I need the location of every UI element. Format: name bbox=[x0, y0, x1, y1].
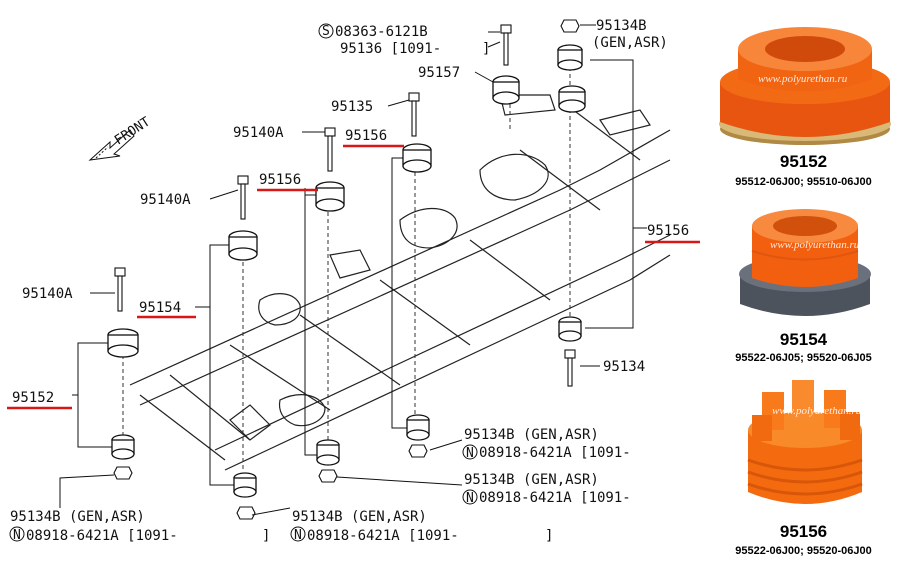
label-95134b-bl: 95134B (GEN,ASR) bbox=[10, 509, 145, 525]
label-08918-bl-end: ] bbox=[262, 528, 270, 544]
bolt-95140a-upper bbox=[324, 127, 336, 172]
bolts bbox=[113, 19, 580, 520]
label-95134b-top: 95134B bbox=[596, 18, 647, 34]
product-photos: www.polyurethan.ru 95152 95512-06J00; 95… bbox=[700, 0, 907, 571]
bushing-right-top bbox=[557, 44, 583, 71]
bushing-95156-left-bottom bbox=[316, 439, 340, 466]
label-95157: 95157 bbox=[418, 65, 460, 81]
watermark-2: www.polyurethan.ru bbox=[770, 239, 860, 251]
label-95156-b: 95156 bbox=[259, 172, 301, 188]
label-95152: 95152 bbox=[12, 390, 54, 406]
s-circle-mark bbox=[318, 23, 334, 39]
bolt-95140a-left bbox=[114, 267, 126, 312]
front-arrow: FRONT bbox=[88, 114, 153, 161]
label-95134-right: 95134 bbox=[603, 359, 645, 375]
leader-lines bbox=[59, 24, 647, 516]
watermark-1: www.polyurethan.ru bbox=[758, 73, 848, 85]
label-08363-6121b: 08363-6121B bbox=[335, 24, 428, 40]
watermark-3: www.polyurethan.ru bbox=[772, 405, 862, 417]
n-mark: N bbox=[466, 446, 474, 461]
bushing-95156-mid-bottom bbox=[406, 414, 430, 441]
highlight-underlines bbox=[7, 144, 700, 410]
label-08918-bm-end: ] bbox=[545, 528, 553, 544]
label-95136: 95136 [1091- bbox=[340, 41, 441, 57]
bolt-95134-right bbox=[564, 349, 576, 387]
photo-95156: www.polyurethan.ru bbox=[747, 380, 863, 504]
n-mark: N bbox=[466, 491, 474, 506]
bushing-right-bottom bbox=[558, 316, 582, 342]
nut-95154 bbox=[236, 506, 256, 520]
photo-95154: www.polyurethan.ru bbox=[739, 209, 871, 316]
label-95134b-mid2: 95134B (GEN,ASR) bbox=[464, 472, 599, 488]
nut-95156-mid bbox=[408, 444, 428, 458]
s-mark: S bbox=[322, 24, 330, 39]
nut-left bbox=[113, 466, 133, 480]
front-label: FRONT bbox=[112, 114, 153, 148]
label-gen-asr-top: (GEN,ASR) bbox=[592, 35, 668, 51]
photo-numbers-95152: 95512-06J00; 95510-06J00 bbox=[735, 176, 872, 188]
label-08918-bl: 08918-6421A [1091- bbox=[26, 528, 178, 544]
photo-numbers-95156: 95522-06J00; 95520-06J00 bbox=[735, 545, 872, 557]
bushing-95152-top bbox=[107, 328, 139, 358]
bolt-95135 bbox=[408, 92, 420, 137]
label-95134b-mid1: 95134B (GEN,ASR) bbox=[464, 427, 599, 443]
bushing-95154-bottom bbox=[233, 472, 257, 498]
label-95140a-2: 95140A bbox=[140, 192, 191, 208]
label-08918-mid1: 08918-6421A [1091- bbox=[479, 445, 631, 461]
label-95136-end: ] bbox=[482, 41, 490, 57]
photo-title-95154: 95154 bbox=[779, 330, 828, 349]
parts-diagram: FRONT S 08363-6121B 95136 [1091- ] 95157… bbox=[7, 18, 700, 544]
bushing-95156-mid-top bbox=[402, 143, 432, 173]
label-08918-bm: 08918-6421A [1091- bbox=[307, 528, 459, 544]
label-95156-a: 95156 bbox=[345, 128, 387, 144]
bushing-95156-left-top bbox=[315, 181, 345, 212]
label-95140a-1: 95140A bbox=[233, 125, 284, 141]
bushing-95152-bottom bbox=[111, 434, 135, 460]
label-95156-right: 95156 bbox=[647, 223, 689, 239]
nut-95156-left bbox=[318, 469, 338, 483]
photo-title-95156: 95156 bbox=[779, 522, 828, 541]
photo-95152: www.polyurethan.ru bbox=[719, 27, 891, 145]
photo-title-95152: 95152 bbox=[779, 152, 828, 171]
label-95135: 95135 bbox=[331, 99, 373, 115]
n-mark: N bbox=[294, 528, 302, 543]
n-mark: N bbox=[13, 528, 21, 543]
part-labels: S 08363-6121B 95136 [1091- ] 95157 95135… bbox=[9, 18, 689, 544]
bushing-right-mid bbox=[558, 85, 586, 113]
nut-95134b-top bbox=[560, 19, 580, 33]
bushing-95157 bbox=[492, 75, 520, 105]
bushing-95154-top bbox=[228, 230, 258, 261]
label-08918-mid2: 08918-6421A [1091- bbox=[479, 490, 631, 506]
bolt-95140a-mid bbox=[237, 175, 249, 220]
bushings bbox=[107, 44, 586, 498]
bolt-08363 bbox=[500, 24, 512, 66]
label-95134b-bm: 95134B (GEN,ASR) bbox=[292, 509, 427, 525]
chassis-frame bbox=[129, 94, 671, 471]
photo-numbers-95154: 95522-06J05; 95520-06J05 bbox=[735, 352, 872, 364]
label-95140a-3: 95140A bbox=[22, 286, 73, 302]
label-95154: 95154 bbox=[139, 300, 181, 316]
